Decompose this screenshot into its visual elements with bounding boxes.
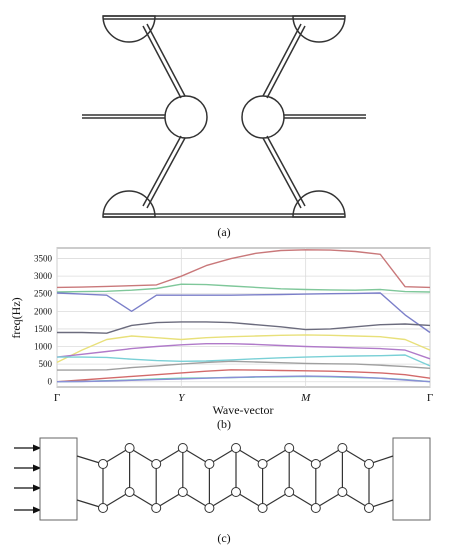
x-tick-label: M [300,392,311,404]
node-mass [151,503,162,513]
chain-link [262,491,290,509]
chain-link [288,491,317,509]
central-mass [164,95,208,139]
chain-link [288,447,317,465]
node-mass [231,443,241,453]
chain-link [129,447,157,465]
node-mass [364,503,374,513]
unit-cell-diagram: (a) [82,15,366,239]
corner-mass [102,190,156,218]
node-mass [310,459,321,469]
chain-link [315,447,343,465]
series-line-3 [56,292,431,334]
node-mass [98,503,108,513]
node-mass [337,487,348,497]
y-tick-label: 1500 [34,324,53,334]
chain-link [315,491,343,509]
series-line-8 [57,360,431,371]
y-tick-label: 3000 [34,271,53,281]
chain-link [102,447,130,465]
node-mass [231,487,241,497]
node-mass [364,459,374,469]
caption-c: (c) [217,531,230,545]
y-tick-labels: 0 500 1000 1500 2000 2500 3000 3500 [34,254,53,387]
corner-mass [102,15,156,43]
chain-link [262,447,290,465]
x-tick-label: Y [178,392,186,404]
node-mass [98,459,108,469]
caption-b: (b) [217,417,231,431]
node-mass [257,459,268,469]
series-line-5 [56,334,431,364]
x-tick-label: Γ [427,392,433,404]
caption-a: (a) [217,225,230,239]
node-mass [310,503,321,513]
node-mass [337,443,348,453]
chain-link [235,491,263,509]
chain-link [342,491,370,509]
x-axis-label: Wave-vector [213,403,274,417]
y-tick-label: 2000 [34,306,53,316]
central-mass [241,95,285,139]
x-tick-label: Γ [54,392,60,404]
chain-lattice [76,443,394,513]
chain-link [129,491,157,509]
chain-link [182,447,210,465]
corner-mass [292,15,346,43]
y-tick-label: 2500 [34,289,53,299]
series-line-6 [56,342,431,360]
grid-lines [56,248,431,387]
dispersion-chart: 0 500 1000 1500 2000 2500 3000 3500 Γ Y M Γ freq(H… [9,247,433,431]
chain-link [155,447,184,465]
series-lines [56,249,431,383]
y-tick-label: 1000 [34,342,53,352]
series-line-1 [56,249,431,289]
node-mass [124,487,135,497]
node-mass [204,459,215,469]
chain-link [102,491,130,509]
chain-link [182,491,210,509]
chain-diagram: (c) [14,437,431,545]
series-line-9 [56,369,431,383]
chain-link [155,491,184,509]
y-tick-label: 3500 [34,254,53,264]
node-mass [177,487,188,497]
chain-link [209,447,237,465]
y-tick-label: 500 [39,359,53,369]
y-tick-label: 0 [48,377,53,387]
right-block [392,437,431,521]
node-mass [284,443,295,453]
plot-frame [56,247,431,388]
y-axis-label: freq(Hz) [9,297,23,338]
chain-link [342,447,370,465]
node-mass [124,443,135,453]
series-line-4 [57,321,431,334]
chain-link [209,491,237,509]
node-mass [151,459,162,469]
left-block [39,437,78,521]
chain-link [235,447,263,465]
node-mass [204,503,215,513]
series-line-2 [56,283,431,293]
node-mass [177,443,188,453]
corner-mass [292,190,346,218]
series-line-11 [56,375,431,383]
series-line-7 [57,354,431,367]
node-mass [257,503,268,513]
node-mass [284,487,295,497]
